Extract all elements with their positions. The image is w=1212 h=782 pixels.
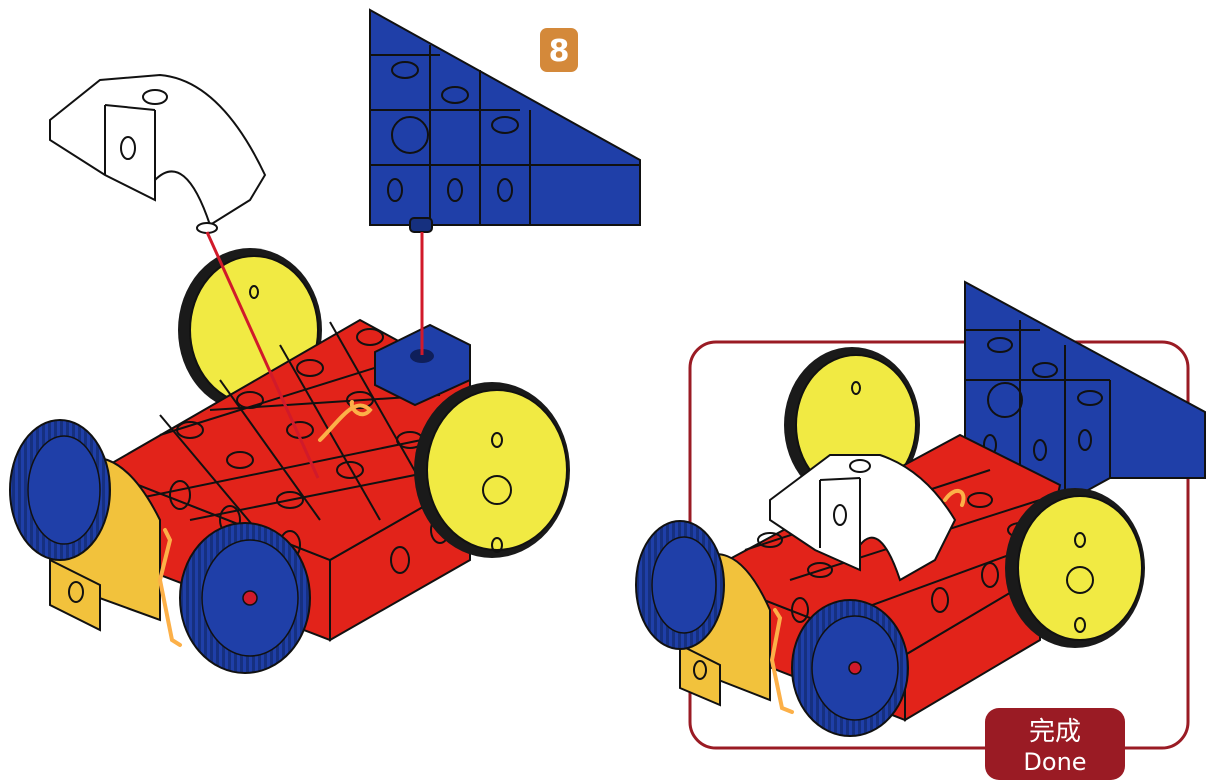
exploded-assembly-view xyxy=(10,10,640,673)
completed-front-right-gear xyxy=(792,600,908,736)
done-label-cn: 完成 xyxy=(1029,717,1081,747)
completed-assembly-view: 完成 Done xyxy=(636,282,1205,780)
done-label-en: Done xyxy=(1023,748,1086,776)
completed-rear-right-wheel xyxy=(1005,488,1145,648)
rear-right-yellow-wheel xyxy=(414,382,570,558)
blue-wedge-block xyxy=(370,10,640,232)
completed-front-left-gear xyxy=(636,521,724,649)
front-left-blue-gear xyxy=(10,420,110,560)
done-badge: 完成 Done xyxy=(985,708,1125,780)
step-number-badge: 8 xyxy=(540,28,578,72)
step-number: 8 xyxy=(549,34,570,69)
white-roof-block xyxy=(50,75,265,233)
front-right-blue-gear xyxy=(180,523,310,673)
